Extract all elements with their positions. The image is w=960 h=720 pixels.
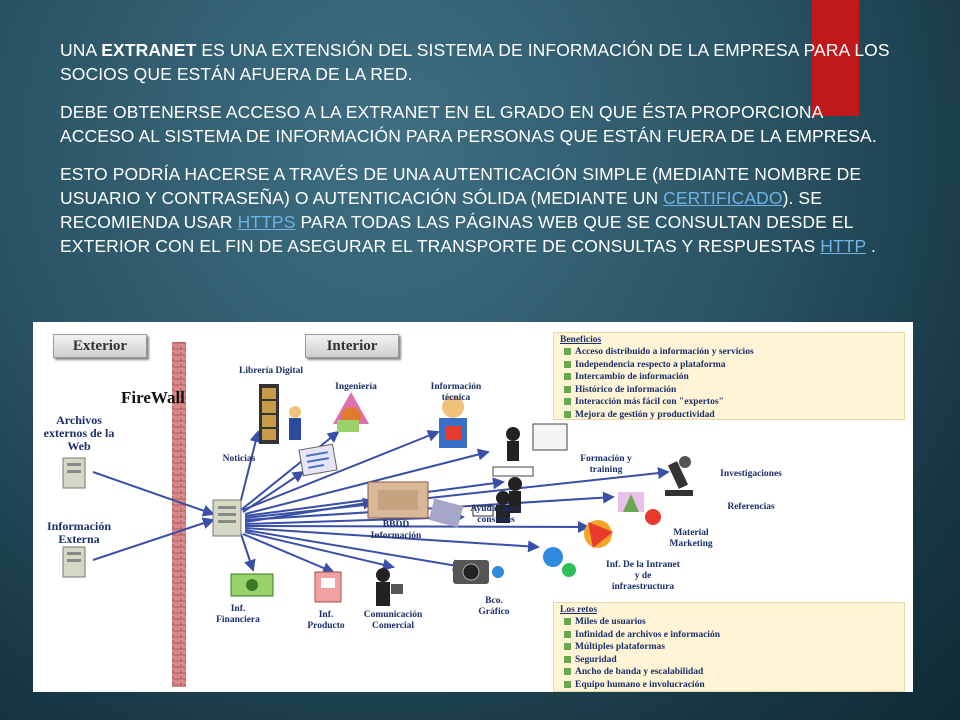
certificado-link[interactable]: CERTIFICADO: [663, 188, 783, 208]
material-label: Material Marketing: [669, 528, 713, 549]
ingenieria-label: Ingeniería: [335, 382, 377, 392]
exterior-header: Exterior: [53, 334, 147, 358]
reto-item: Seguridad: [554, 654, 904, 667]
reto-item: Infinidad de archivos e información: [554, 629, 904, 642]
comunicacion-label: Comunicación Comercial: [363, 610, 423, 631]
reto-item: Miles de usuarios: [554, 616, 904, 629]
libreria-label: Librería Digital: [239, 366, 303, 376]
beneficio-item: Interacción más fácil con "expertos": [554, 396, 904, 409]
salesperson-icon: [376, 568, 403, 606]
beneficio-item: Intercambio de información: [554, 371, 904, 384]
noticias-label: Noticias: [222, 454, 256, 464]
database-icon: [367, 481, 464, 528]
beneficios-panel: Beneficios Acceso distribuido a informac…: [553, 332, 905, 420]
p3-d: .: [866, 236, 876, 256]
retos-panel: Los retos Miles de usuarios Infinidad de…: [553, 602, 905, 692]
info-externa-label: Información Externa: [47, 519, 111, 546]
connection-arrows: [92, 430, 670, 574]
p3-a: ESTO PODRÍA HACERSE A TRAVÉS DE UNA AUTE…: [60, 164, 862, 208]
beneficio-item: Acceso distribuido a información y servi…: [554, 346, 904, 359]
extranet-diagram: Exterior Interior FireWall Archivos exte…: [33, 322, 913, 692]
paragraph-3: ESTO PODRÍA HACERSE A TRAVÉS DE UNA AUTE…: [60, 162, 900, 258]
beneficio-item: Independencia respecto a plataforma: [554, 359, 904, 372]
bookshelf-icon: [259, 384, 301, 444]
producto-label: Inf. Producto: [307, 610, 345, 631]
firewall-label: FireWall: [121, 388, 185, 407]
training-icon: [492, 423, 568, 513]
p1-pre: UNA: [60, 40, 102, 60]
firewall-wall: [172, 342, 186, 687]
archivos-label: Archivos externos de la Web: [43, 413, 115, 453]
reto-item: Ancho de banda y escalabilidad: [554, 666, 904, 679]
paragraph-2: DEBE OBTENERSE ACCESO A LA EXTRANET EN E…: [60, 102, 877, 146]
globe-icon: [543, 547, 576, 577]
diagram-graphics: [62, 342, 693, 687]
expert-icon: [439, 396, 467, 448]
money-icon: [230, 573, 274, 597]
newspaper-icon: [298, 443, 338, 477]
server-icon: [62, 546, 86, 578]
interior-header: Interior: [305, 334, 399, 358]
hub-server-icon: [212, 499, 242, 537]
product-icon: [314, 571, 342, 603]
marketing-icon: [584, 509, 661, 548]
beneficios-title: Beneficios: [560, 335, 602, 345]
help-desk-icon: [472, 491, 510, 523]
https-link[interactable]: HTTPS: [237, 212, 296, 232]
referencias-label: Referencias: [727, 502, 775, 512]
financiera-label: Inf. Financiera: [216, 604, 260, 625]
slide-text: UNA EXTRANET ES UNA EXTENSIÓN DEL SISTEM…: [60, 38, 900, 272]
p1-post: ES UNA EXTENSIÓN DEL SISTEMA DE INFORMAC…: [60, 40, 890, 84]
server-icon: [62, 457, 86, 489]
bbdd-label: BBDD Información: [370, 520, 422, 541]
beneficio-item: Histórico de información: [554, 384, 904, 397]
http-link[interactable]: HTTP: [820, 236, 866, 256]
p3-b: ). SE RECOMIENDA USAR: [60, 188, 822, 232]
reto-item: Múltiples plataformas: [554, 641, 904, 654]
engineering-icon: [333, 392, 369, 432]
paragraph-1: UNA EXTRANET ES UNA EXTENSIÓN DEL SISTEM…: [60, 38, 900, 86]
reto-item: Equipo humano e involucración: [554, 679, 904, 692]
formacion-label: Formación y training: [580, 454, 632, 475]
references-icon: [618, 492, 644, 512]
beneficio-item: Mejora de gestión y productividad: [554, 409, 904, 422]
intranet-label: Inf. De la Intranet y de infraestructura: [606, 560, 680, 592]
p3-c: PARA TODAS LAS PÁGINAS WEB QUE SE CONSUL…: [60, 212, 853, 256]
microscope-icon: [665, 456, 693, 496]
ayudas-label: Ayudas para consultas: [470, 504, 522, 525]
accent-bar: [812, 0, 859, 116]
retos-title: Los retos: [560, 605, 598, 615]
grafico-label: Bco. Gráfico: [478, 596, 510, 617]
p1-bold: EXTRANET: [101, 40, 197, 60]
investigaciones-label: Investigaciones: [720, 469, 782, 479]
info-tecnica-label: Información técnica: [430, 382, 482, 403]
camera-icon: [453, 560, 504, 584]
